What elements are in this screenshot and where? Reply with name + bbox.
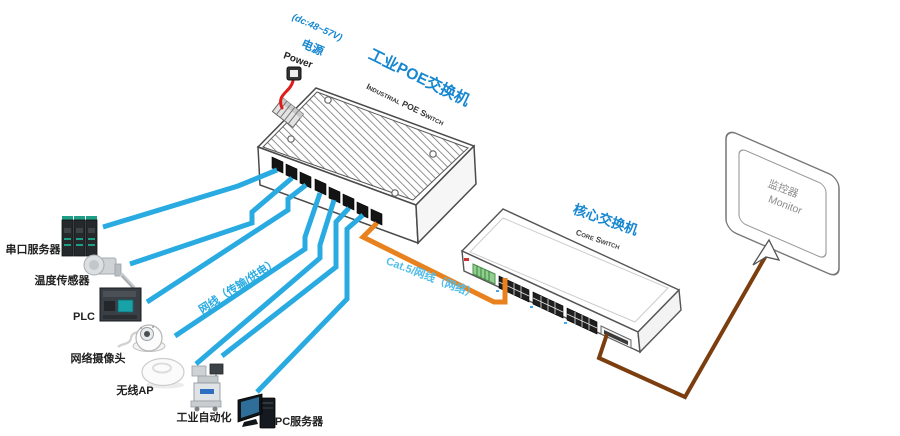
poe-switch-title-zh: 工业POE交换机: [366, 44, 474, 110]
industrial-automation-icon: [190, 363, 224, 412]
label-industrial-automation: 工业自动化: [177, 410, 232, 424]
core-switch-port-bank: [564, 307, 598, 335]
wireless-ap-icon: [141, 357, 185, 389]
ip-camera-icon: [117, 324, 166, 352]
cable-wireless-ap: [194, 199, 337, 366]
device-labels: 串口服务器 温度传感器 PLC 网络摄像头 无线AP 工业自动化 PC服务器: [6, 242, 325, 428]
label-serial-device-server: 串口服务器: [6, 242, 62, 256]
cable-serial-server: [102, 167, 278, 230]
poe-port: [299, 171, 312, 189]
cable-industrial-automation: [220, 206, 351, 358]
poe-switch: [256, 66, 477, 245]
core-switch-port-bank: [530, 291, 564, 319]
label-ip-camera: 网络摄像头: [71, 351, 126, 365]
monitor-cable-arrow: [752, 238, 781, 266]
poe-port: [314, 178, 327, 196]
core-switch-logo: [464, 258, 469, 261]
poe-port: [342, 193, 355, 211]
plc-icon: [99, 287, 142, 322]
power-cable: [279, 79, 295, 110]
monitor: [725, 131, 840, 276]
monitor-cable: [596, 251, 770, 400]
poe-port: [328, 186, 341, 204]
cable-ip-camera: [173, 192, 323, 339]
poe-switch-ports: [271, 156, 383, 226]
uplink-cable: [358, 221, 508, 305]
power-plug-icon: [286, 66, 302, 81]
core-switch: [460, 208, 682, 354]
serial-device-server-icon: [61, 216, 98, 257]
cable-pc-server: [255, 213, 365, 394]
pc-server-icon: [237, 393, 276, 429]
cable-plc: [145, 183, 308, 305]
temperature-sensor-icon: [83, 254, 136, 290]
label-pc-server: PC服务器: [275, 414, 324, 428]
label-plc: PLC: [73, 311, 95, 323]
poe-port: [356, 201, 369, 219]
cable-temperature-sensor: [129, 176, 294, 267]
label-temperature-sensor: 温度传感器: [35, 273, 91, 287]
power-labels: (dc:48~57V) 电源 Power: [282, 12, 344, 71]
power-voltage-label: (dc:48~57V): [290, 12, 343, 44]
lan-cables: [102, 167, 365, 394]
power-label-zh: 电源: [299, 36, 326, 58]
core-switch-uplink-module: [600, 325, 632, 349]
core-switch-console-port: [472, 263, 496, 285]
poe-port: [285, 163, 298, 181]
label-wireless-ap: 无线AP: [115, 383, 153, 397]
poe-switch-screws: [287, 96, 437, 197]
poe-port: [370, 208, 383, 226]
